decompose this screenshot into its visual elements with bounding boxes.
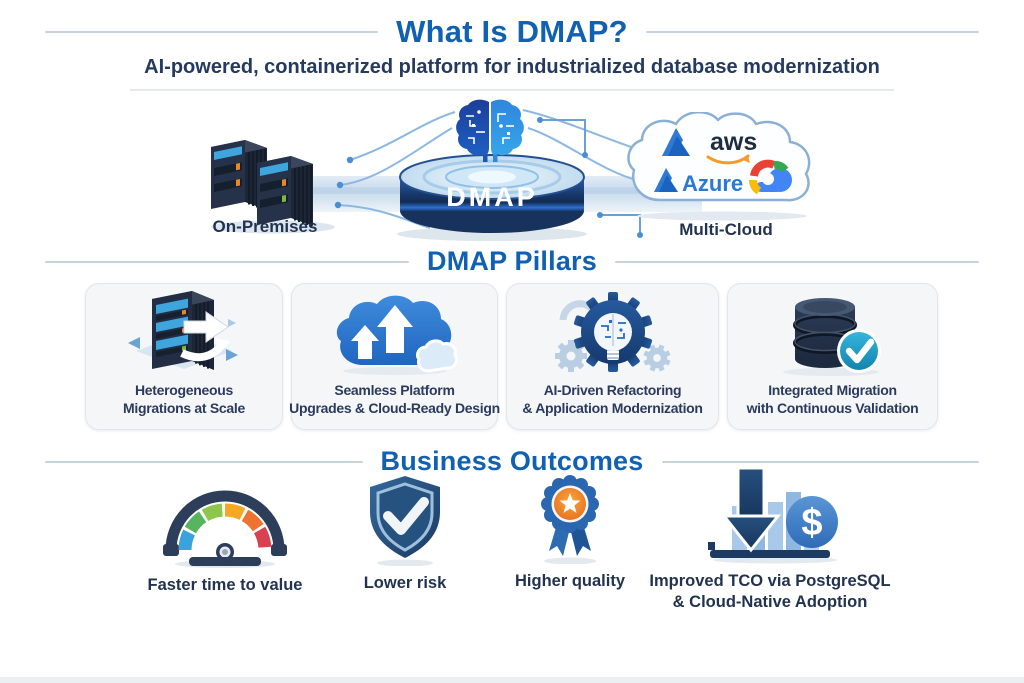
page-subtitle: AI-powered, containerized platform for i…: [130, 56, 894, 91]
aws-smile-icon: [706, 154, 750, 165]
dmap-label: DMAP: [446, 182, 538, 212]
outcomes-heading-row: Business Outcomes: [45, 446, 979, 477]
on-premises-servers-icon: [211, 140, 335, 234]
divider-line: [45, 260, 410, 263]
outcome-item: $ Improved TCO via PostgreSQL& Cloud-Nat…: [645, 466, 895, 614]
ai-gear-brain-icon: [547, 290, 679, 378]
ai-brain-icon: [456, 99, 524, 162]
google-cloud-logo-icon: [748, 159, 792, 195]
title-row: What Is DMAP?: [45, 14, 979, 50]
award-medal-icon: [525, 475, 615, 564]
outcome-item: Faster time to value: [115, 482, 335, 596]
migration-server-icon: [122, 290, 246, 378]
pillar-card-label: AI-Driven Refactoring& Application Moder…: [522, 382, 703, 417]
speedometer-icon: [155, 482, 295, 568]
outcome-label: Higher quality: [514, 572, 625, 590]
divider-line: [614, 260, 979, 263]
divider-line: [45, 460, 363, 463]
divider-line: [45, 31, 379, 33]
divider-line: [661, 460, 979, 463]
outcome-item: Lower risk: [330, 476, 480, 594]
bottom-edge-band: [0, 677, 1024, 683]
multi-cloud-label: Multi-Cloud: [679, 220, 773, 239]
multi-cloud-icon: aws Azure: [627, 112, 811, 221]
page-title: What Is DMAP?: [396, 14, 628, 49]
on-premises-label: On-Premises: [212, 217, 318, 236]
azure-logo-icon: [662, 128, 690, 156]
outcomes-heading: Business Outcomes: [380, 446, 644, 476]
outcome-label: Lower risk: [363, 574, 447, 592]
azure-logo-text: Azure: [682, 171, 743, 196]
aws-logo-text: aws: [710, 128, 757, 156]
subtitle-wrap: AI-powered, containerized platform for i…: [0, 56, 1024, 91]
pillar-card: AI-Driven Refactoring& Application Moder…: [506, 283, 719, 430]
shield-check-icon: [360, 476, 450, 566]
dollar-sign: $: [801, 502, 822, 544]
database-validation-icon: [773, 290, 893, 378]
cloud-upgrade-icon: [329, 290, 461, 378]
cost-reduction-icon: $: [680, 466, 860, 564]
outcome-label: Improved TCO via PostgreSQL& Cloud-Nativ…: [649, 572, 891, 612]
circuit-lines: [334, 109, 652, 238]
pillars-heading-row: DMAP Pillars: [45, 246, 979, 277]
azure-logo-icon: [654, 168, 678, 192]
dmap-platform-icon: DMAP: [397, 154, 587, 241]
outcome-label: Faster time to value: [147, 576, 303, 594]
pillars-heading: DMAP Pillars: [427, 246, 597, 276]
outcome-item: Higher quality: [485, 475, 655, 592]
divider-line: [645, 31, 979, 33]
